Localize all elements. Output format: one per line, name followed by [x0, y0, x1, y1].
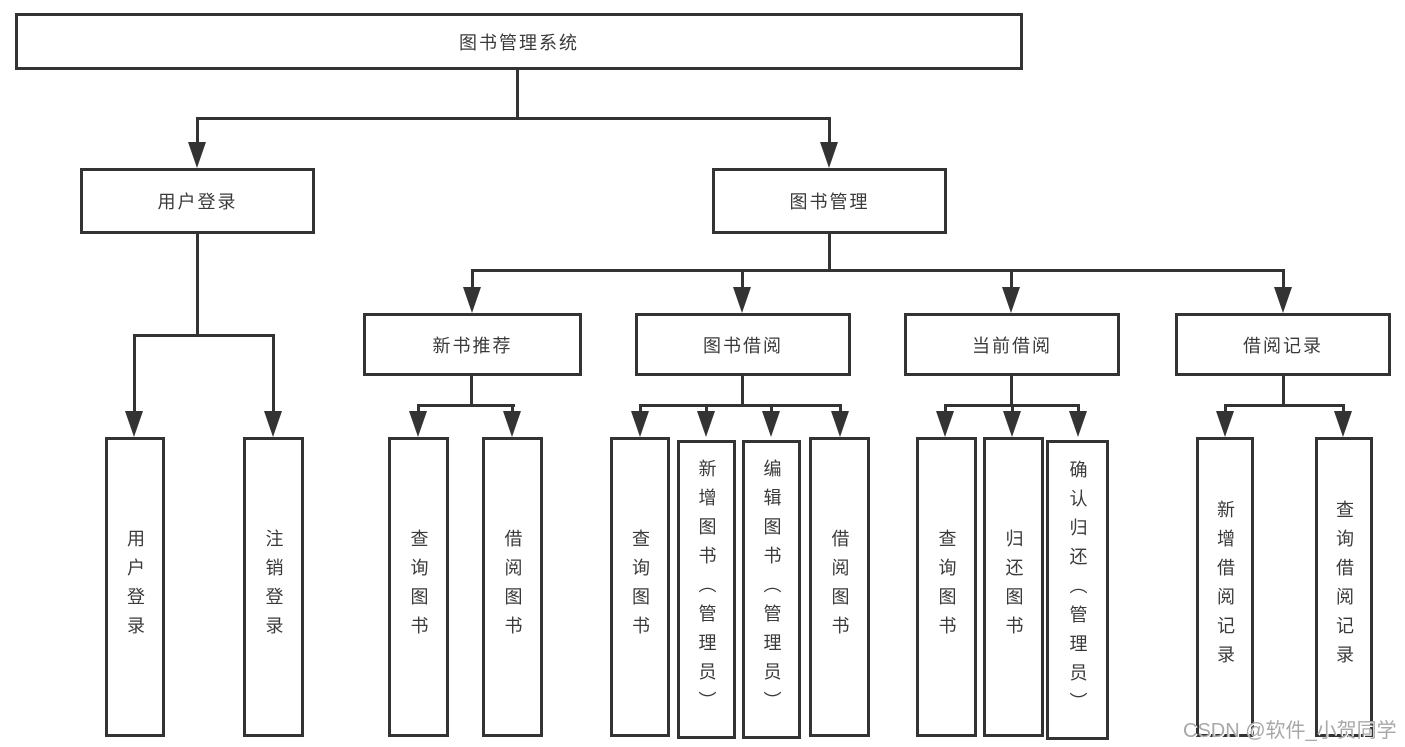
- node-label: 编辑图书（管理员）: [761, 459, 782, 720]
- node-new-book-recommendation: 新书推荐: [363, 313, 582, 376]
- leaf-query-books-borrowing: 查询图书: [610, 437, 670, 737]
- connector-line: [417, 404, 420, 416]
- connector-line: [839, 404, 842, 416]
- arrowhead-down-icon: [409, 411, 427, 437]
- leaf-query-borrow-record: 查询借阅记录: [1315, 437, 1373, 737]
- arrowhead-down-icon: [1334, 411, 1352, 437]
- connector-line: [1282, 376, 1285, 407]
- node-label: 新书推荐: [432, 335, 513, 356]
- node-label: 借阅图书: [829, 529, 850, 645]
- arrowhead-down-icon: [733, 287, 751, 313]
- arrowhead-down-icon: [264, 411, 282, 437]
- node-label: 新增图书（管理员）: [696, 459, 717, 720]
- node-user-login: 用户登录: [80, 168, 315, 234]
- arrowhead-down-icon: [820, 142, 838, 168]
- arrowhead-down-icon: [1002, 287, 1020, 313]
- connector-line: [516, 70, 519, 118]
- connector-line: [828, 234, 831, 271]
- node-book-management: 图书管理: [712, 168, 947, 234]
- node-borrowing-records: 借阅记录: [1175, 313, 1391, 376]
- connector-line: [1010, 269, 1013, 291]
- arrowhead-down-icon: [503, 411, 521, 437]
- node-label: 当前借阅: [972, 335, 1052, 356]
- arrowhead-down-icon: [1274, 287, 1292, 313]
- arrowhead-down-icon: [631, 411, 649, 437]
- connector-line: [196, 234, 199, 337]
- arrowhead-down-icon: [936, 411, 954, 437]
- node-label: 查询图书: [936, 529, 957, 645]
- node-label: 用户登录: [157, 192, 238, 212]
- leaf-borrow-books-recommend: 借阅图书: [482, 437, 543, 737]
- connector-line: [133, 334, 275, 337]
- connector-line: [272, 334, 275, 414]
- leaf-return-books: 归还图书: [983, 437, 1044, 737]
- connector-line: [1342, 404, 1345, 416]
- node-label: 图书借阅: [703, 335, 783, 356]
- node-label: 归还图书: [1003, 529, 1024, 645]
- leaf-logout: 注销登录: [243, 437, 304, 737]
- connector-line: [639, 404, 642, 416]
- connector-line: [741, 376, 744, 407]
- leaf-confirm-return-admin: 确认归还（管理员）: [1046, 440, 1109, 740]
- node-label: 借阅图书: [502, 529, 523, 645]
- connector-line: [770, 404, 773, 416]
- arrowhead-down-icon: [463, 287, 481, 313]
- connector-line: [1011, 404, 1014, 416]
- node-label: 借阅记录: [1243, 335, 1323, 356]
- node-label: 查询借阅记录: [1334, 500, 1354, 674]
- connector-line: [1224, 404, 1227, 416]
- node-label: 确认归还（管理员）: [1067, 459, 1088, 721]
- node-label: 查询图书: [630, 529, 650, 645]
- arrowhead-down-icon: [1216, 411, 1234, 437]
- connector-line: [741, 269, 744, 291]
- arrowhead-down-icon: [1069, 411, 1087, 437]
- connector-line: [133, 334, 136, 414]
- arrowhead-down-icon: [831, 411, 849, 437]
- connector-line: [196, 117, 199, 147]
- arrowhead-down-icon: [1003, 411, 1021, 437]
- csdn-watermark: CSDN @软件_小贺同学: [1183, 720, 1397, 742]
- arrowhead-down-icon: [762, 411, 780, 437]
- connector-line: [705, 404, 708, 416]
- connector-line: [511, 404, 514, 416]
- arrowhead-down-icon: [697, 411, 715, 437]
- connector-line: [828, 117, 831, 147]
- connector-line: [1282, 269, 1285, 291]
- leaf-query-books-current: 查询图书: [916, 437, 977, 737]
- node-label: 图书管理系统: [459, 32, 579, 53]
- connector-line: [417, 404, 515, 407]
- leaf-query-books-recommend: 查询图书: [388, 437, 449, 737]
- arrowhead-down-icon: [188, 142, 206, 168]
- leaf-borrow-books: 借阅图书: [809, 437, 870, 737]
- node-book-borrowing: 图书借阅: [635, 313, 851, 376]
- connector-line: [1077, 404, 1080, 416]
- connector-line: [471, 269, 474, 291]
- node-label: 注销登录: [263, 529, 284, 645]
- connector-line: [470, 376, 473, 407]
- node-label: 查询图书: [408, 529, 429, 645]
- connector-line: [1010, 376, 1013, 407]
- leaf-user-login: 用户登录: [105, 437, 165, 737]
- connector-line: [1224, 404, 1345, 407]
- node-label: 新增借阅记录: [1215, 500, 1235, 674]
- leaf-add-books-admin: 新增图书（管理员）: [677, 440, 736, 739]
- connector-line: [471, 269, 1285, 272]
- leaf-edit-books-admin: 编辑图书（管理员）: [742, 440, 801, 739]
- node-label: 用户登录: [125, 529, 145, 645]
- connector-line: [944, 404, 947, 416]
- node-label: 图书管理: [789, 192, 870, 212]
- connector-line: [639, 404, 842, 407]
- connector-line: [196, 117, 831, 120]
- node-current-borrowing: 当前借阅: [904, 313, 1120, 376]
- leaf-add-borrow-record: 新增借阅记录: [1196, 437, 1254, 737]
- arrowhead-down-icon: [125, 411, 143, 437]
- node-library-management-system: 图书管理系统: [15, 13, 1023, 70]
